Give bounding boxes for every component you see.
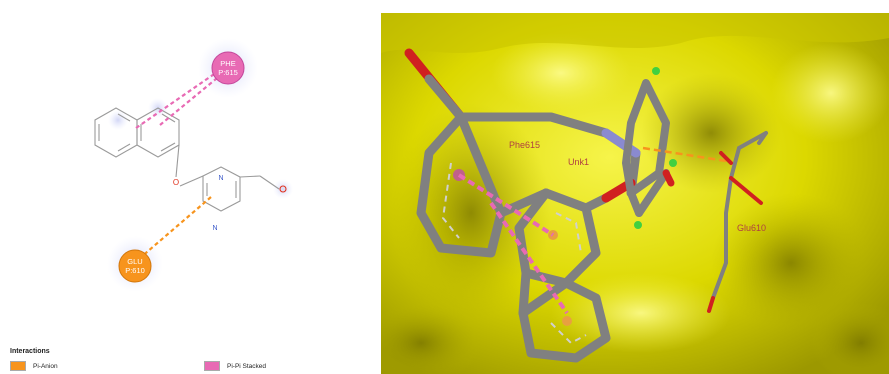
residue-phe615-name: PHE (220, 59, 235, 68)
pi-anion-interaction-3d (642, 146, 727, 163)
label-3d-phe615: Phe615 (509, 140, 540, 150)
halo-naph-left (108, 110, 128, 130)
ether-oxygen-label: O (173, 178, 179, 187)
hydroxyl-oxygen-atom (279, 185, 287, 193)
nitrogen-label-top: N (218, 175, 223, 182)
legend-swatch-pi-pi-stacked (204, 361, 220, 371)
label-3d-glu610: Glu610 (737, 223, 766, 233)
residue-phe615-id: P:615 (218, 68, 238, 77)
centroid-ring-lower (562, 316, 572, 326)
residue-phe615: PHE P:615 (211, 51, 245, 85)
ligand-bonds (175, 144, 280, 212)
legend-label-pi-anion: Pi-Anion (33, 362, 58, 370)
interaction-diagram-2d: O N N PHE P:615 GLU P:610 (94, 38, 293, 292)
halo-hydroxyl (273, 179, 293, 199)
ligand-sticks (404, 48, 677, 363)
label-3d-unk1: Unk1 (568, 157, 589, 167)
interactions-legend: Interactions Pi-Anion Pi-Pi Stacked (8, 345, 368, 374)
legend-label-pi-pi-stacked: Pi-Pi Stacked (227, 362, 267, 370)
pi-pi-interaction-lines (135, 69, 223, 129)
nitrogen-label-bottom: N (212, 225, 217, 232)
residue-glu610-name: GLU (127, 257, 142, 266)
residue-glu610-id: P:610 (125, 266, 145, 275)
glu610-sticks (707, 131, 768, 313)
aromatic-dashes (441, 162, 587, 345)
pi-pi-interactions-3d (457, 173, 569, 315)
residue-glu610: GLU P:610 (118, 249, 152, 283)
legend-title: Interactions (10, 348, 50, 355)
naphthalene-ring (94, 107, 180, 158)
pi-anion-interaction-line (139, 196, 212, 259)
legend-item-pi-pi-stacked: Pi-Pi Stacked (204, 361, 266, 371)
binding-pocket-3d-view: Phe615 Unk1 Glu610 (381, 13, 889, 374)
legend-item-pi-anion: Pi-Anion (10, 361, 58, 371)
legend-swatch-pi-anion (10, 361, 26, 371)
